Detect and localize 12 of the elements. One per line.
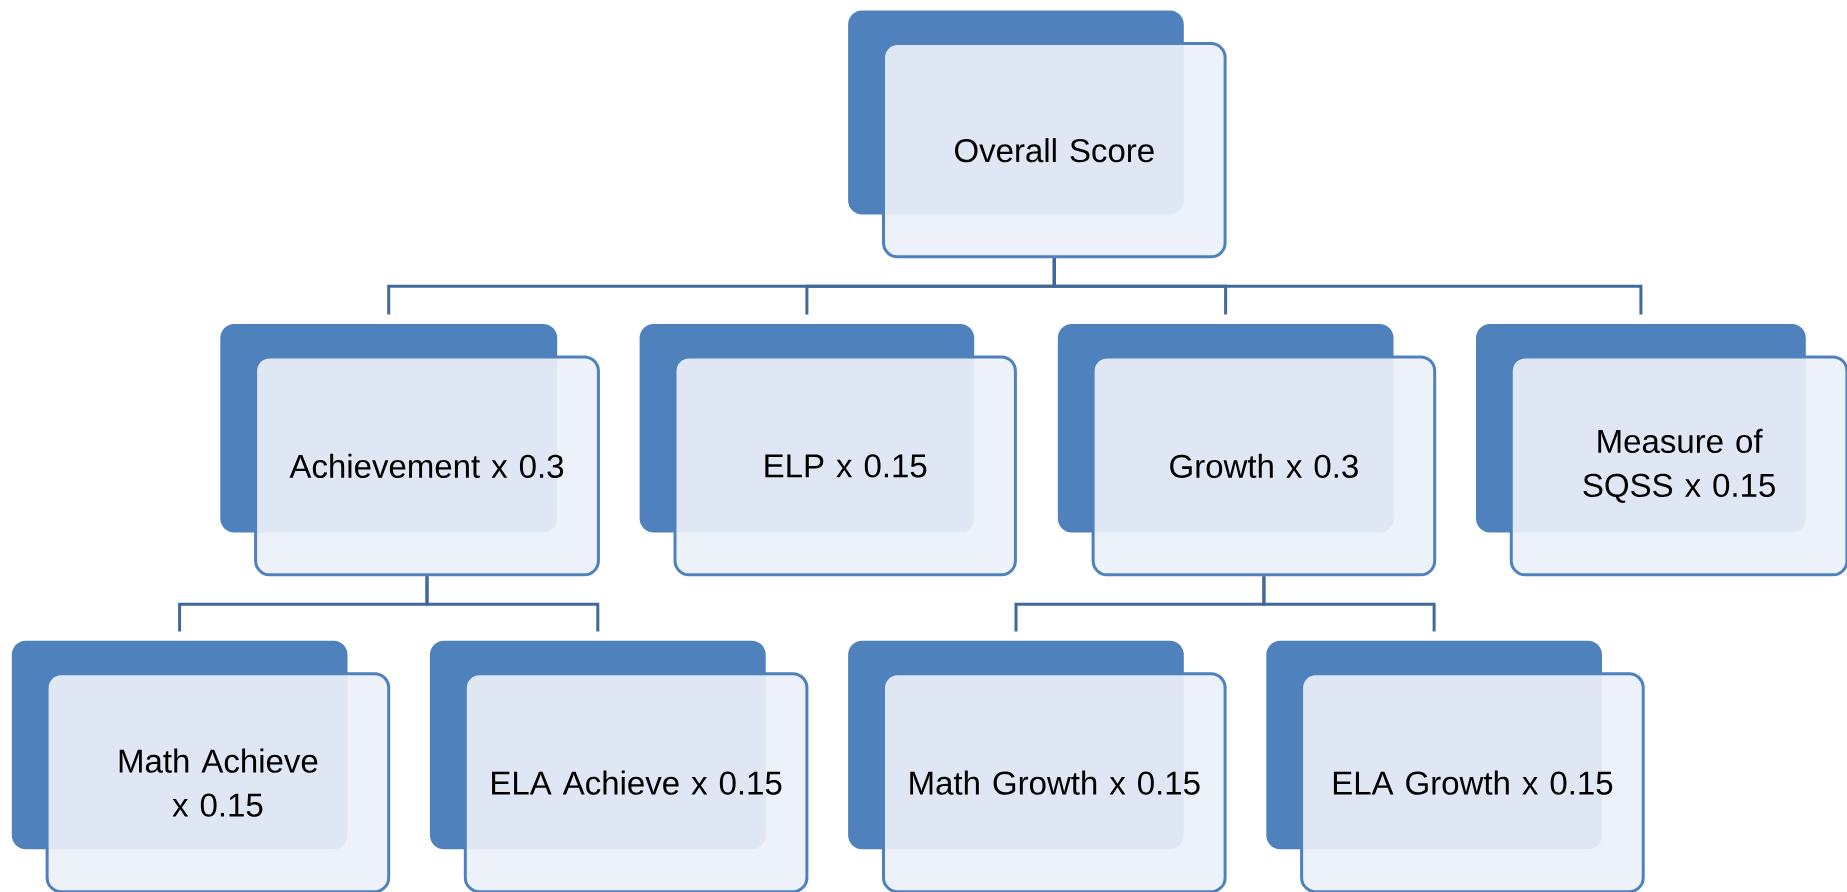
node-box: Math Achieve x 0.15 bbox=[11, 640, 391, 892]
node-box: Achievement x 0.3 bbox=[220, 323, 600, 577]
node-box: Measure of SQSS x 0.15 bbox=[1476, 323, 1847, 577]
connector bbox=[425, 576, 600, 632]
node-box: Overall Score bbox=[848, 10, 1227, 259]
node-box: ELA Growth x 0.15 bbox=[1266, 640, 1645, 892]
node-box: ELA Achieve x 0.15 bbox=[429, 640, 809, 892]
node-box: ELP x 0.15 bbox=[639, 323, 1017, 577]
connector bbox=[1052, 258, 1643, 315]
node-box: Math Growth x 0.15 bbox=[848, 640, 1227, 892]
node-box: Growth x 0.3 bbox=[1057, 323, 1437, 577]
connector bbox=[1262, 576, 1436, 632]
